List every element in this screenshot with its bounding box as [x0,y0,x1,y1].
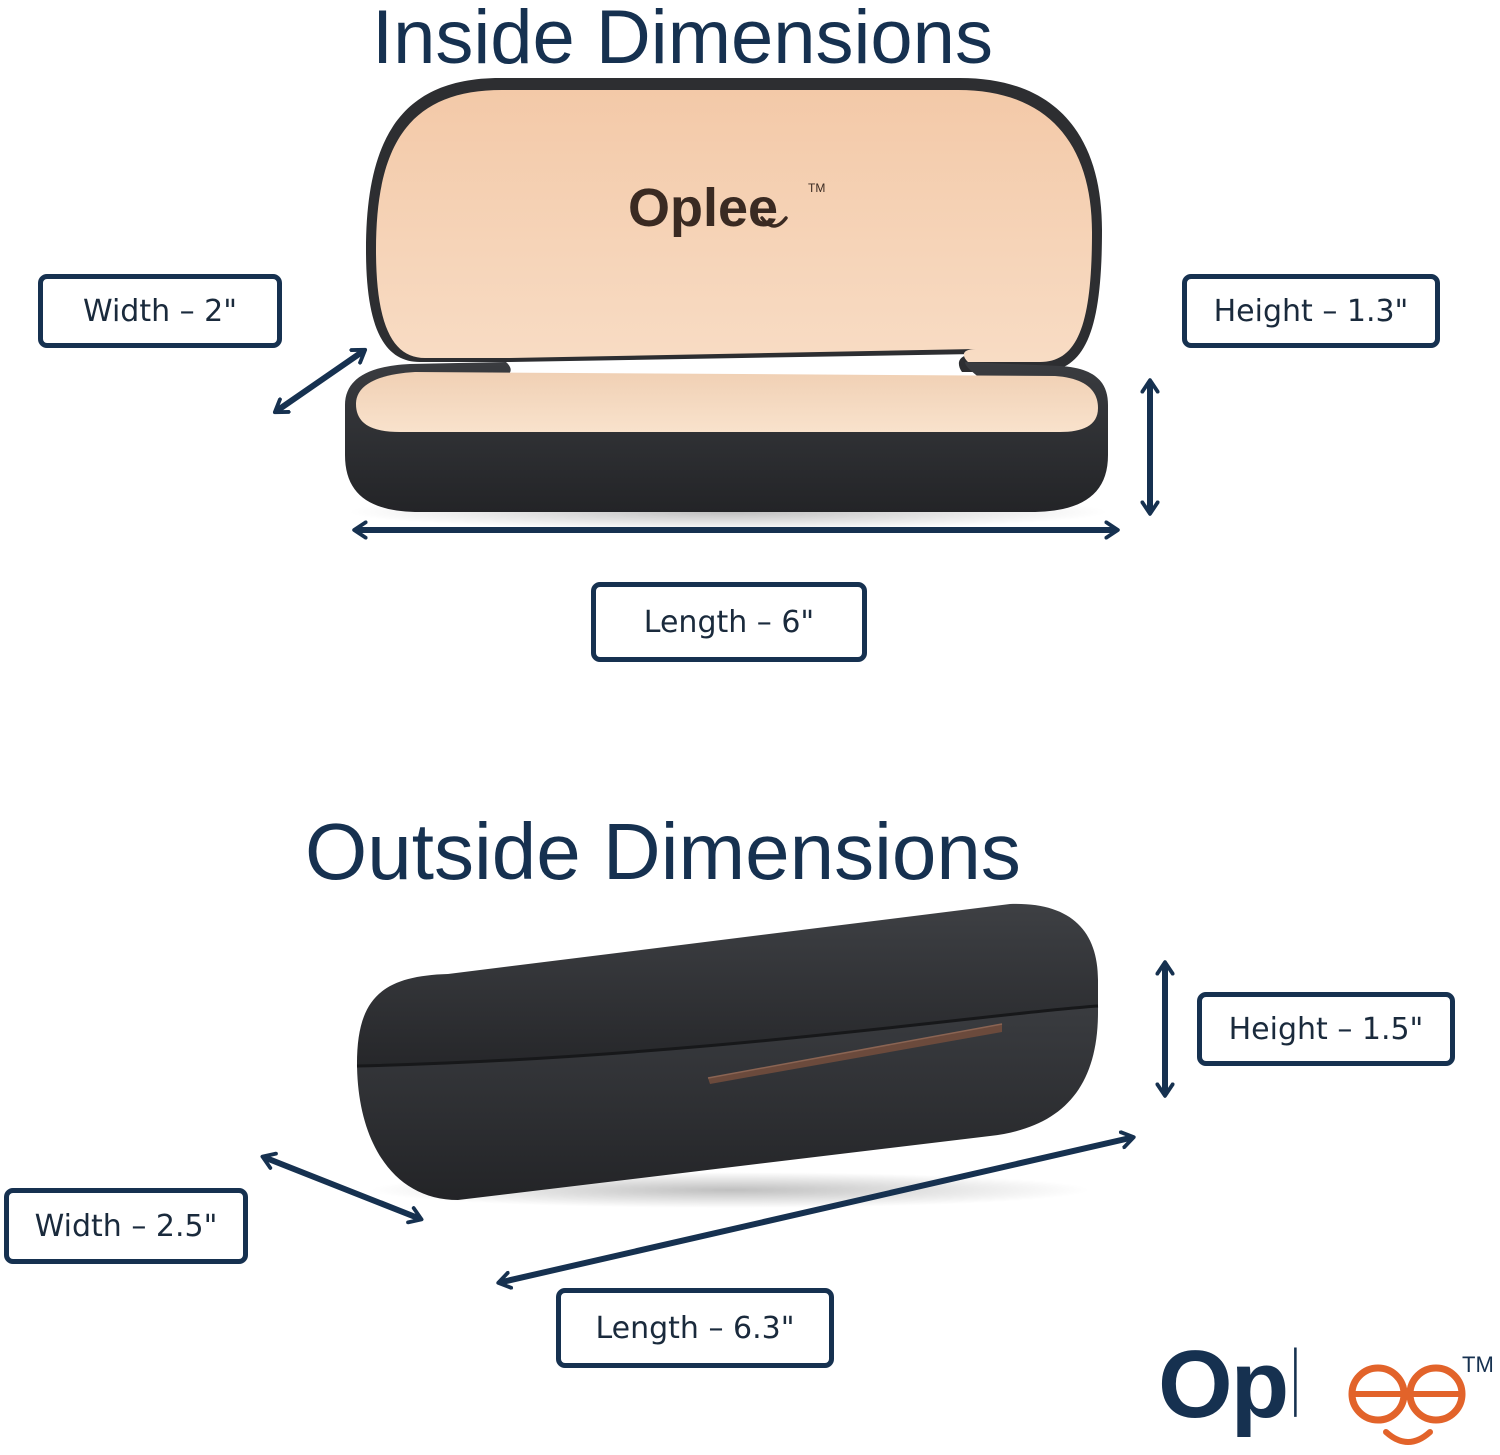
outside-width-label: Width – 2.5" [4,1188,248,1264]
case-lining-logo-tm: TM [808,181,825,195]
case-base-lining [356,372,1098,432]
case-lid-closed [357,903,1098,1066]
open-case-illustration: Oplee TM [345,78,1108,530]
brand-logo-glasses-icon [1348,1364,1466,1445]
outside-length-label: Length – 6.3" [556,1288,834,1368]
case-logo-smile-icon [760,216,788,228]
outside-dimensions-heading: Outside Dimensions [305,807,1021,896]
inside-width-arrow [272,347,368,415]
inside-dimensions-heading: Inside Dimensions [372,0,993,80]
inside-length-label: Length – 6" [591,582,867,662]
brand-logo: Oplee [1158,1330,1415,1440]
outside-length-arrow [496,1130,1136,1290]
closed-case-illustration [356,903,1099,1208]
case-lining-logo: Oplee [628,178,778,238]
case-hinge [708,1024,1002,1084]
outside-height-label: Height – 1.5" [1197,992,1455,1066]
case-lid-lining [376,90,1092,362]
inside-width-label: Width – 2" [38,274,282,348]
brand-logo-text: Oplee [1158,1331,1415,1438]
brand-logo-tm: TM [1462,1352,1494,1377]
inside-height-label: Height – 1.3" [1182,274,1440,348]
outside-width-arrow [260,1151,424,1225]
